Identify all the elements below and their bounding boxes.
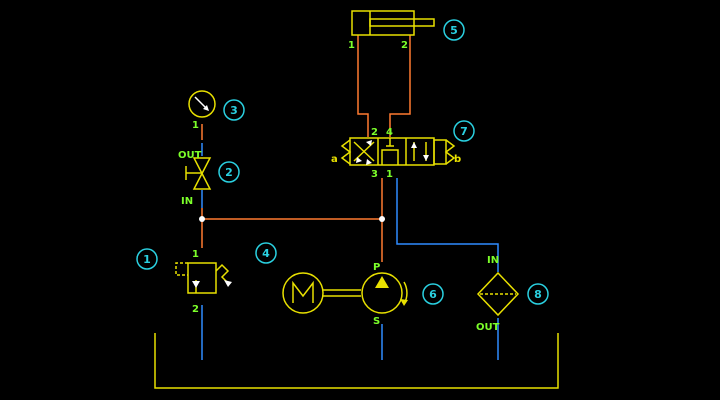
gauge-port-label: 1 [192,120,199,131]
valve-solenoid-b-label: b [454,154,461,165]
valve-flow-arrows [356,140,429,165]
motor-m-icon [292,280,314,303]
svg-text:3: 3 [230,104,238,117]
svg-text:6: 6 [429,288,437,301]
spring-left-icon [340,139,352,165]
motor [282,272,361,314]
pump-direction-icon [375,276,389,288]
pump-pressure-port-label: P [373,262,380,273]
pump-suction-port-label: S [373,316,380,327]
relief-port-2-label: 2 [192,304,199,315]
line-cylinder-port-2 [389,35,411,137]
cylinder-port-a-label: 1 [348,40,355,51]
junction-dot [199,216,205,222]
valve-solenoid-a-label: a [331,154,338,165]
tank-icon [154,333,559,389]
svg-text:5: 5 [450,24,458,37]
pressure-gauge [188,90,216,118]
callouts: 1 2 3 4 5 6 7 8 [136,19,549,305]
cylinder-port-b-label: 2 [401,40,408,51]
relief-arrow-icon [192,281,200,288]
pump [361,272,408,314]
callout-1: 1 [136,248,158,270]
gauge-needle-icon [203,105,209,111]
filter-in-label: IN [487,255,499,266]
junction-dot [379,216,385,222]
pilot-line [175,262,188,276]
spring-right-icon [444,139,456,165]
callout-6: 6 [422,283,444,305]
cylinder [351,10,435,36]
return-line-to-filter [396,178,499,272]
relief-spring-icon [215,263,230,284]
callout-2: 2 [218,161,240,183]
filter [476,271,520,317]
valve-port-4-label: 4 [386,127,393,138]
line-cylinder-port-1 [357,35,369,137]
valve-port-3-label: 3 [371,169,378,180]
shutoff-out-label: OUT [178,150,202,161]
callout-4: 4 [255,242,277,264]
callout-5: 5 [443,19,465,41]
svg-text:8: 8 [534,288,542,301]
callout-8: 8 [527,283,549,305]
valve-port-1-label: 1 [386,169,393,180]
svg-text:2: 2 [225,166,233,179]
svg-text:1: 1 [143,253,151,266]
directional-valve [340,137,456,166]
relief-port-1-label: 1 [192,249,199,260]
svg-text:4: 4 [262,247,270,260]
valve-port-2-label: 2 [371,127,378,138]
svg-text:7: 7 [460,125,468,138]
relief-adjust-arrow-icon [224,280,232,287]
shutoff-in-label: IN [181,196,193,207]
callout-3: 3 [223,99,245,121]
filter-out-label: OUT [476,322,500,333]
shutoff-valve [185,157,212,190]
callout-7: 7 [453,120,475,142]
